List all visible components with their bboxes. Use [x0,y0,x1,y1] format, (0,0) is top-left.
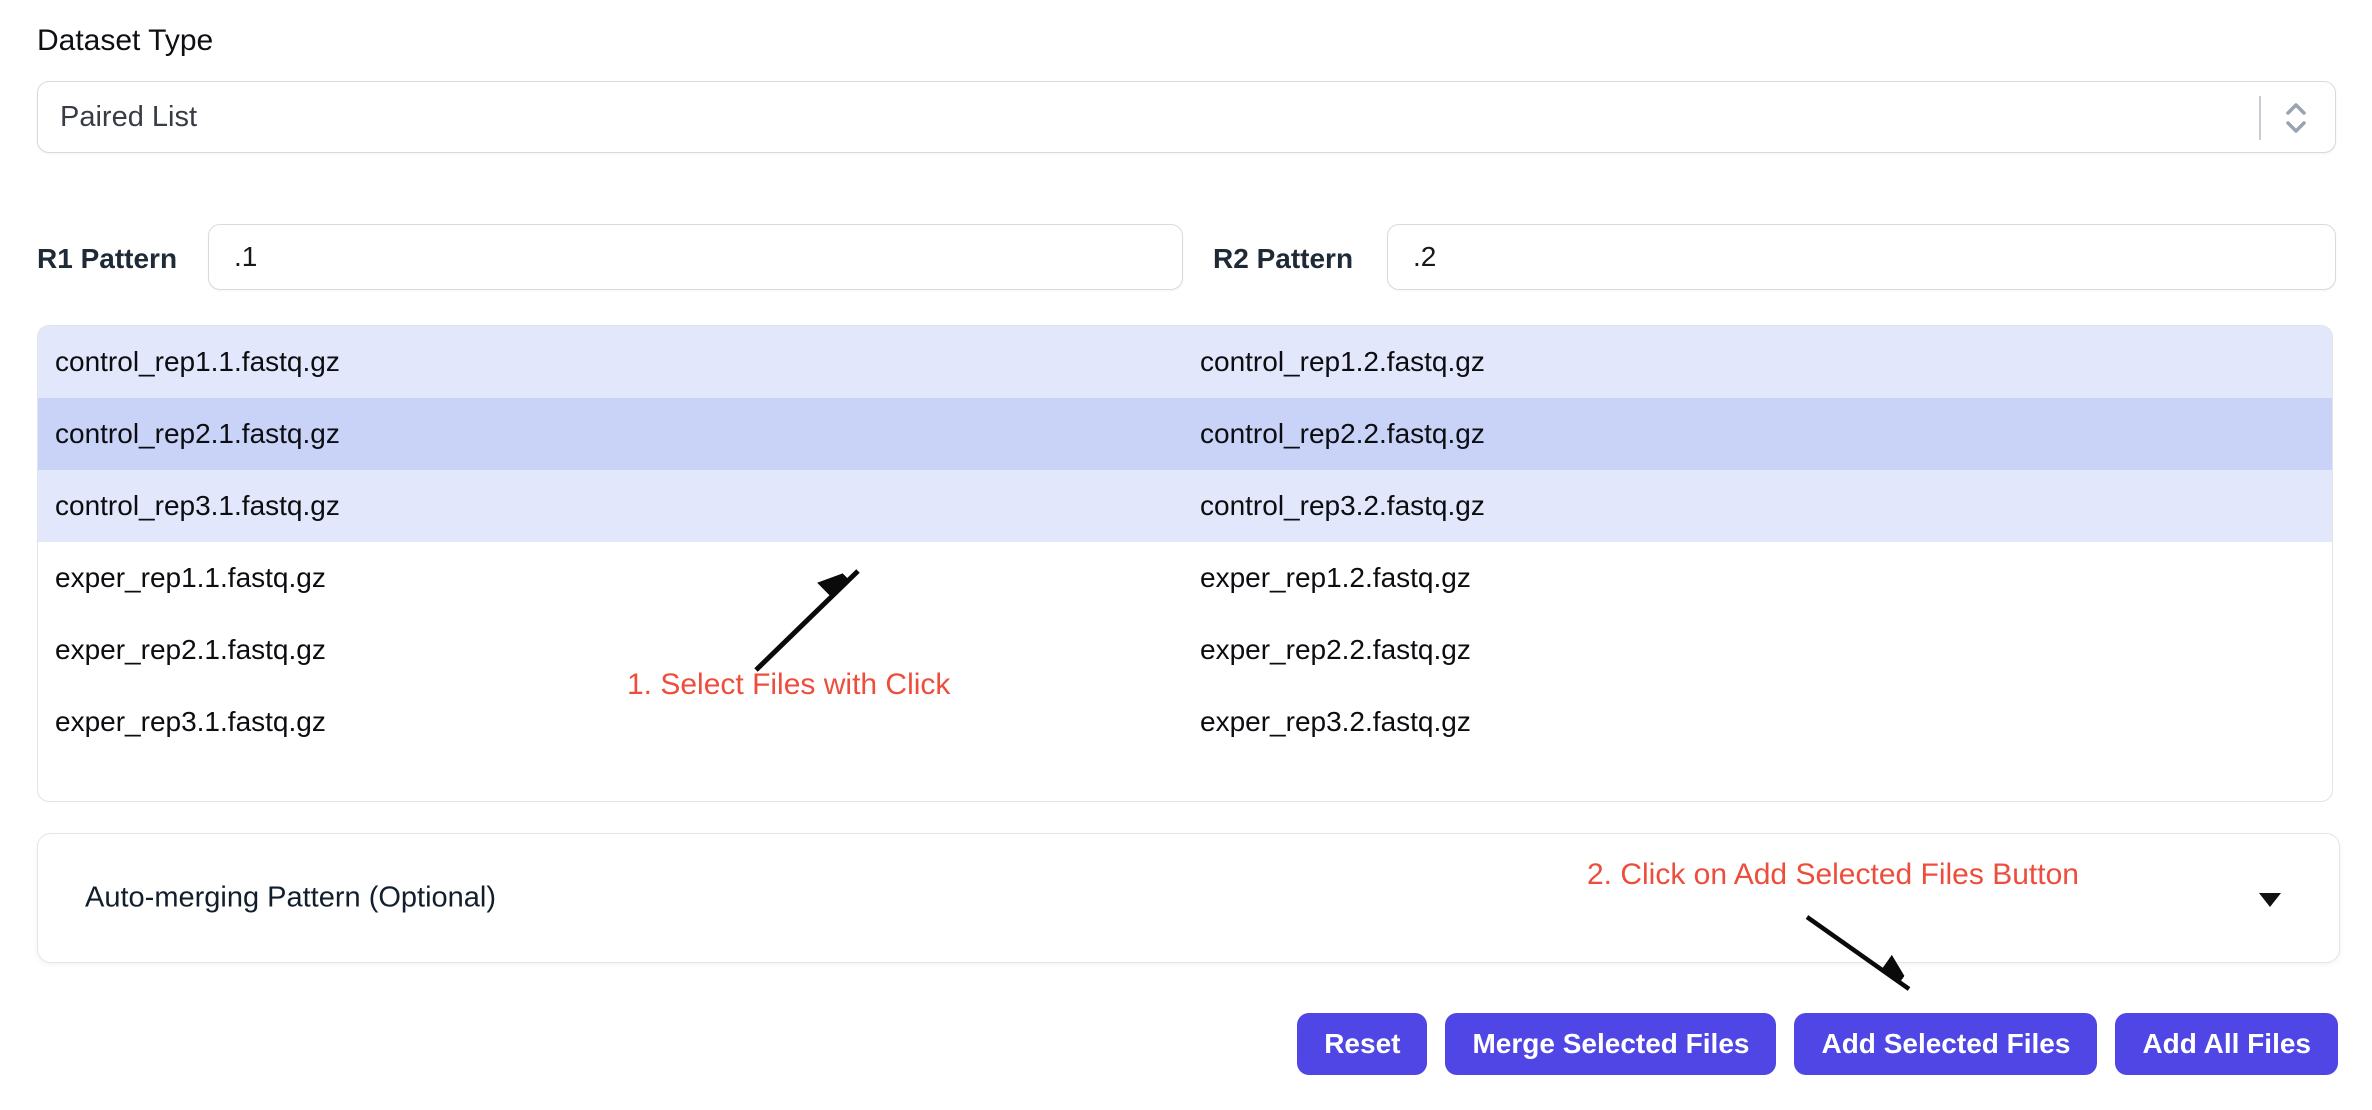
file-row[interactable]: control_rep3.1.fastq.gz control_rep3.2.f… [38,470,2332,542]
file-row[interactable]: control_rep1.1.fastq.gz control_rep1.2.f… [38,326,2332,398]
file-name: exper_rep3.1.fastq.gz [55,706,326,737]
dataset-type-label: Dataset Type [37,24,214,57]
auto-merge-panel-header[interactable]: Auto-merging Pattern (Optional) [37,833,2340,963]
file-name: exper_rep3.2.fastq.gz [1200,706,1471,737]
add-selected-files-button[interactable]: Add Selected Files [1794,1013,2098,1075]
arrow-annotation-1 [754,549,860,672]
merge-selected-files-button[interactable]: Merge Selected Files [1445,1013,1777,1075]
file-name: exper_rep2.2.fastq.gz [1200,634,1471,665]
reset-button[interactable]: Reset [1297,1013,1428,1075]
chevron-updown-icon [2286,103,2306,133]
file-name: exper_rep2.1.fastq.gz [55,634,326,665]
r1-pattern-label: R1 Pattern [37,243,178,274]
action-toolbar: Reset Merge Selected Files Add Selected … [1297,1013,2338,1075]
r2-pattern-input[interactable] [1387,224,2336,290]
auto-merge-title: Auto-merging Pattern (Optional) [85,881,497,914]
annotation-add-selected: 2. Click on Add Selected Files Button [1587,858,2079,891]
arrow-annotation-2 [1805,915,1911,991]
file-name: control_rep2.1.fastq.gz [55,418,340,449]
file-row[interactable]: exper_rep2.1.fastq.gz exper_rep2.2.fastq… [38,614,2332,686]
caret-down-icon [2259,893,2281,907]
file-name: exper_rep1.2.fastq.gz [1200,562,1471,593]
r2-pattern-label: R2 Pattern [1213,243,1354,274]
paired-file-list: control_rep1.1.fastq.gz control_rep1.2.f… [37,325,2333,802]
dataset-type-select[interactable]: Paired List [37,81,2336,153]
file-name: control_rep3.2.fastq.gz [1200,490,1485,521]
file-row[interactable]: exper_rep3.1.fastq.gz exper_rep3.2.fastq… [38,686,2332,758]
file-row[interactable]: control_rep2.1.fastq.gz control_rep2.2.f… [38,398,2332,470]
dataset-type-selected-value: Paired List [60,100,198,133]
r1-pattern-input[interactable] [208,224,1183,290]
select-divider [2259,96,2261,140]
file-name: control_rep1.1.fastq.gz [55,346,340,377]
annotation-select-files: 1. Select Files with Click [627,668,951,701]
file-name: exper_rep1.1.fastq.gz [55,562,326,593]
add-all-files-button[interactable]: Add All Files [2115,1013,2338,1075]
file-row[interactable]: exper_rep1.1.fastq.gz exper_rep1.2.fastq… [38,542,2332,614]
file-name: control_rep1.2.fastq.gz [1200,346,1485,377]
file-name: control_rep2.2.fastq.gz [1200,418,1485,449]
file-name: control_rep3.1.fastq.gz [55,490,340,521]
